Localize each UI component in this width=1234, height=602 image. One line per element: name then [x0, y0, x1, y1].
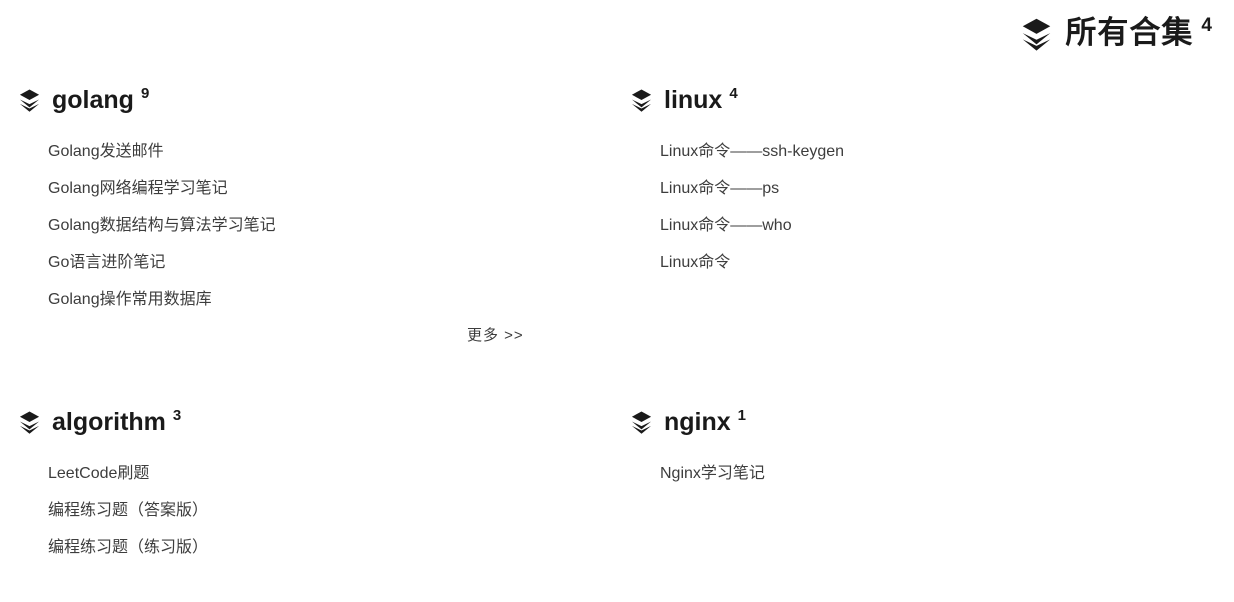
post-link[interactable]: LeetCode刷题 [48, 465, 150, 482]
post-list: Linux命令——ssh-keygen Linux命令——ps Linux命令—… [630, 133, 1234, 281]
collection-name[interactable]: nginx [664, 408, 731, 436]
collection-golang-title[interactable]: golang 9 [18, 85, 630, 115]
post-link[interactable]: 编程练习题（答案版） [48, 502, 209, 519]
collection-count: 4 [729, 85, 738, 102]
collection-nginx: nginx 1 Nginx学习笔记 [630, 407, 1234, 566]
post-list: Nginx学习笔记 [630, 455, 1234, 492]
post-link[interactable]: Linux命令——ssh-keygen [660, 143, 845, 160]
layers-icon [630, 411, 653, 434]
post-link[interactable]: Linux命令——who [660, 217, 792, 234]
collection-golang: golang 9 Golang发送邮件 Golang网络编程学习笔记 Golan… [18, 85, 630, 345]
page-title: 所有合集 [1065, 15, 1194, 50]
post-link[interactable]: Golang发送邮件 [48, 143, 164, 160]
post-link[interactable]: Go语言进阶笔记 [48, 254, 166, 271]
post-link[interactable]: Nginx学习笔记 [660, 465, 765, 482]
collection-count: 3 [172, 407, 182, 424]
post-list: Golang发送邮件 Golang网络编程学习笔记 Golang数据结构与算法学… [18, 133, 630, 318]
page-title-count: 4 [1201, 15, 1212, 36]
collections-grid: golang 9 Golang发送邮件 Golang网络编程学习笔记 Golan… [0, 85, 1234, 566]
post-link[interactable]: 编程练习题（练习版） [48, 539, 209, 556]
more-link[interactable]: 更多 >> [467, 327, 524, 344]
collection-name[interactable]: algorithm [52, 408, 166, 436]
page-header: 所有合集 4 [0, 0, 1234, 52]
post-list: LeetCode刷题 编程练习题（答案版） 编程练习题（练习版） [18, 455, 630, 566]
layers-icon [18, 411, 41, 434]
post-link[interactable]: Golang操作常用数据库 [48, 291, 212, 308]
layers-icon [1020, 18, 1053, 51]
post-link[interactable]: Linux命令——ps [660, 180, 780, 197]
collection-nginx-title[interactable]: nginx 1 [630, 407, 1234, 437]
collection-algorithm-title[interactable]: algorithm 3 [18, 407, 630, 437]
collection-name[interactable]: golang [52, 86, 134, 114]
layers-icon [18, 89, 41, 112]
collection-count: 9 [140, 85, 150, 102]
collection-count: 1 [737, 407, 747, 424]
collection-linux-title[interactable]: linux 4 [630, 85, 1234, 115]
layers-icon [630, 89, 653, 112]
post-link[interactable]: Golang数据结构与算法学习笔记 [48, 217, 276, 234]
post-link[interactable]: Linux命令 [660, 254, 731, 271]
collection-linux: linux 4 Linux命令——ssh-keygen Linux命令——ps … [630, 85, 1234, 345]
collection-name[interactable]: linux [664, 86, 723, 114]
post-link[interactable]: Golang网络编程学习笔记 [48, 180, 228, 197]
collection-algorithm: algorithm 3 LeetCode刷题 编程练习题（答案版） 编程练习题（… [18, 407, 630, 566]
